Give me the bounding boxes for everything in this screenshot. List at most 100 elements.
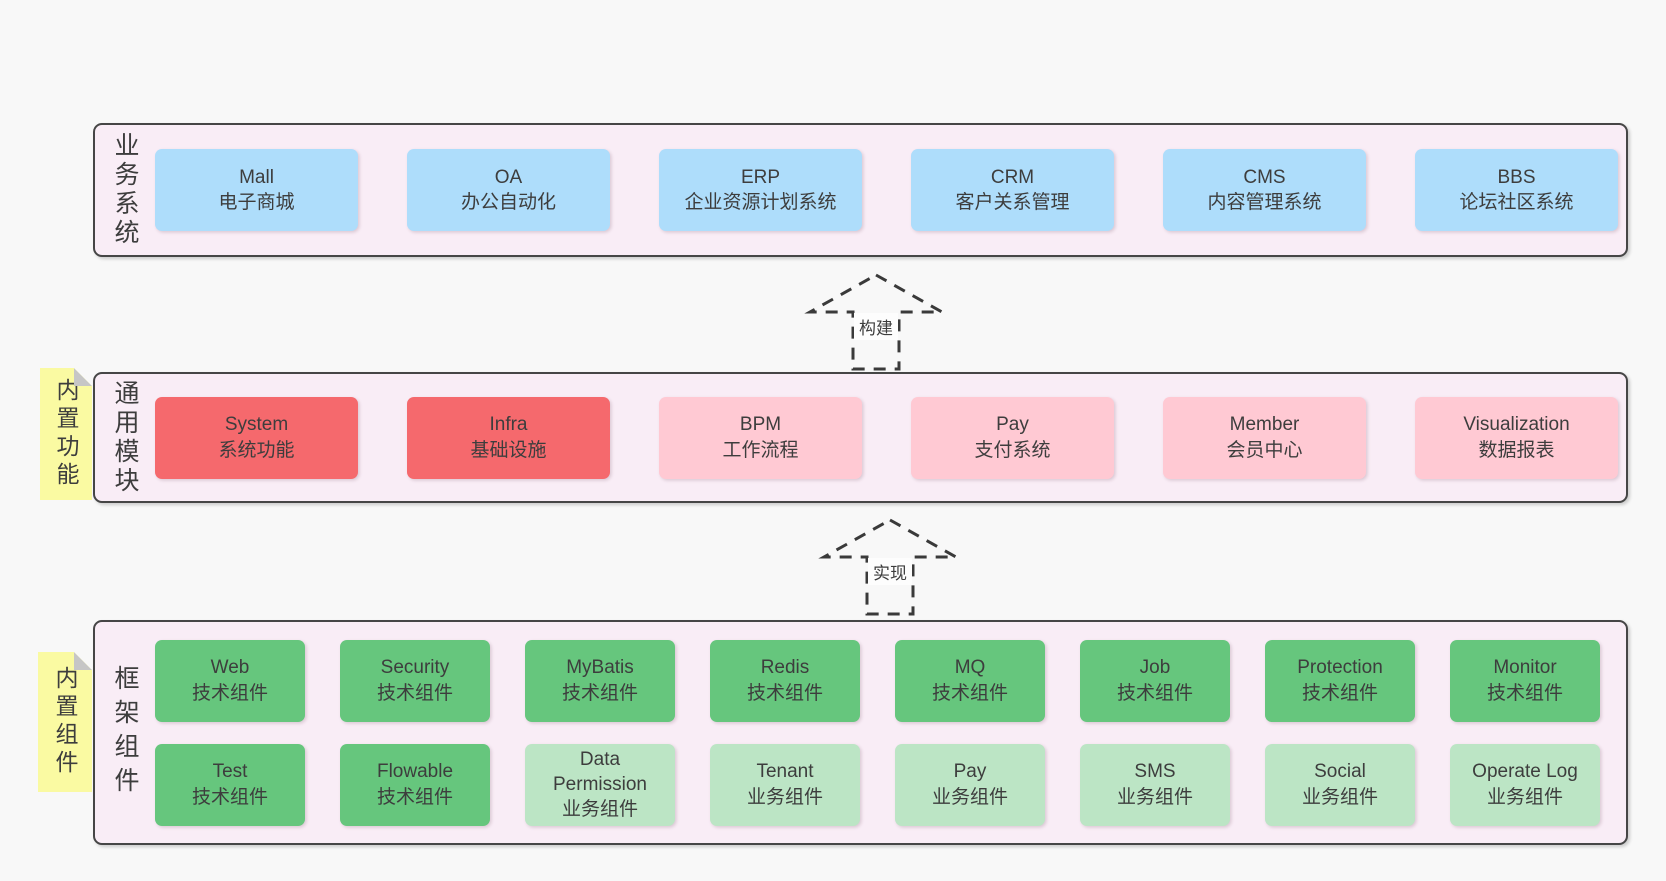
box-crm-title: CRM	[990, 166, 1035, 188]
box-redis-subtitle: 技术组件	[746, 682, 823, 704]
box-job-subtitle: 技术组件	[1116, 682, 1193, 704]
box-protection-subtitle: 技术组件	[1301, 682, 1378, 704]
arrow-implement-label: 实现	[868, 558, 912, 585]
box-security: Security 技术组件	[340, 639, 490, 722]
box-member-title: Member	[1229, 414, 1300, 436]
business-box-row: Mall 电子商城 OA 办公自动化 ERP 企业资源计划系统 CRM 客户关系…	[155, 125, 1626, 255]
box-social-subtitle: 业务组件	[1301, 786, 1378, 808]
box-data-permission-subtitle: 业务组件	[561, 799, 638, 821]
box-social-title: Social	[1314, 761, 1366, 783]
panel-components-label: 框架组件	[111, 664, 139, 801]
box-protection: Protection 技术组件	[1265, 639, 1415, 722]
box-test-subtitle: 技术组件	[191, 786, 268, 808]
panel-modules-label: 通用模块	[111, 379, 139, 496]
box-system-subtitle: 系统功能	[218, 439, 295, 461]
box-bpm-subtitle: 工作流程	[722, 439, 799, 461]
box-web: Web 技术组件	[155, 639, 305, 722]
box-test: Test 技术组件	[155, 743, 305, 826]
arrow-implement: 实现	[810, 517, 970, 617]
panel-business-label: 业务系统	[111, 132, 139, 248]
box-pay-module-title: Pay	[996, 414, 1029, 436]
box-system: System 系统功能	[155, 396, 358, 479]
box-monitor-title: Monitor	[1493, 657, 1557, 679]
box-sms-title: SMS	[1134, 761, 1176, 783]
box-oa-title: OA	[494, 166, 523, 188]
box-operate-log-subtitle: 业务组件	[1486, 786, 1563, 808]
box-infra: Infra 基础设施	[407, 396, 610, 479]
box-social: Social 业务组件	[1265, 743, 1415, 826]
box-data-permission-title: Data Permission	[553, 748, 647, 795]
box-pay-module: Pay 支付系统	[911, 396, 1114, 479]
box-data-permission: Data Permission 业务组件	[525, 743, 675, 826]
box-protection-title: Protection	[1297, 657, 1383, 679]
box-bpm: BPM 工作流程	[659, 396, 862, 479]
box-job-title: Job	[1139, 657, 1171, 679]
box-security-subtitle: 技术组件	[376, 682, 453, 704]
sticky-tag-built-in-components: 内置组件	[38, 652, 92, 792]
box-mall-title: Mall	[239, 166, 274, 188]
components-box-row-1: Web 技术组件 Security 技术组件 MyBatis 技术组件 Redi…	[155, 639, 1600, 722]
box-erp-title: ERP	[740, 166, 781, 188]
box-infra-title: Infra	[489, 414, 528, 436]
box-oa-subtitle: 办公自动化	[460, 192, 556, 213]
box-cms: CMS 内容管理系统	[1163, 149, 1366, 231]
box-bbs-subtitle: 论坛社区系统	[1459, 192, 1574, 213]
box-mq: MQ 技术组件	[895, 639, 1045, 722]
box-member: Member 会员中心	[1163, 396, 1366, 479]
box-flowable-title: Flowable	[376, 761, 454, 783]
box-web-title: Web	[210, 657, 250, 679]
folded-corner-icon	[74, 652, 92, 670]
panel-business-systems: 业务系统 Mall 电子商城 OA 办公自动化 ERP 企业资源计划系统 CRM…	[93, 123, 1628, 257]
box-mall-subtitle: 电子商城	[218, 192, 295, 213]
box-operate-log: Operate Log 业务组件	[1450, 743, 1600, 826]
panel-framework-components: 框架组件 Web 技术组件 Security 技术组件 MyBatis 技术组件…	[93, 620, 1628, 845]
tag-components-label: 内置组件	[52, 666, 78, 778]
box-security-title: Security	[380, 657, 450, 679]
box-erp: ERP 企业资源计划系统	[659, 149, 862, 231]
panel-modules-label-column: 通用模块	[95, 374, 155, 501]
box-tenant-title: Tenant	[756, 761, 814, 783]
box-redis: Redis 技术组件	[710, 639, 860, 722]
box-bbs-title: BBS	[1497, 166, 1536, 188]
panel-components-label-column: 框架组件	[95, 622, 155, 843]
box-crm: CRM 客户关系管理	[911, 149, 1114, 231]
arrow-build-label: 构建	[854, 313, 898, 340]
box-pay-component: Pay 业务组件	[895, 743, 1045, 826]
box-mq-subtitle: 技术组件	[931, 682, 1008, 704]
box-visualization-title: Visualization	[1463, 414, 1570, 436]
box-tenant-subtitle: 业务组件	[746, 786, 823, 808]
panel-business-label-column: 业务系统	[95, 125, 155, 255]
up-arrow-icon	[818, 518, 962, 616]
arrow-build: 构建	[796, 272, 956, 372]
box-pay-component-subtitle: 业务组件	[931, 786, 1008, 808]
box-pay-module-subtitle: 支付系统	[974, 439, 1051, 461]
folded-corner-icon	[74, 368, 92, 386]
box-pay-component-title: Pay	[953, 761, 987, 783]
panel-common-modules: 通用模块 System 系统功能 Infra 基础设施 BPM 工作流程 Pay…	[93, 372, 1628, 503]
box-mybatis-subtitle: 技术组件	[561, 682, 638, 704]
components-rows: Web 技术组件 Security 技术组件 MyBatis 技术组件 Redi…	[155, 622, 1626, 843]
box-cms-subtitle: 内容管理系统	[1207, 192, 1322, 213]
box-member-subtitle: 会员中心	[1226, 439, 1303, 461]
box-bpm-title: BPM	[739, 414, 782, 436]
box-oa: OA 办公自动化	[407, 149, 610, 231]
tag-modules-label: 内置功能	[53, 378, 79, 490]
box-mybatis: MyBatis 技术组件	[525, 639, 675, 722]
box-mq-title: MQ	[954, 657, 986, 679]
box-job: Job 技术组件	[1080, 639, 1230, 722]
box-system-title: System	[224, 414, 289, 436]
modules-box-row: System 系统功能 Infra 基础设施 BPM 工作流程 Pay 支付系统…	[155, 374, 1626, 501]
box-sms-subtitle: 业务组件	[1116, 786, 1193, 808]
box-redis-title: Redis	[760, 657, 810, 679]
box-flowable-subtitle: 技术组件	[376, 786, 453, 808]
sticky-tag-built-in-features: 内置功能	[40, 368, 92, 500]
box-operate-log-title: Operate Log	[1472, 761, 1578, 783]
components-box-row-2: Test 技术组件 Flowable 技术组件 Data Permission …	[155, 743, 1600, 826]
box-mall: Mall 电子商城	[155, 149, 358, 231]
box-web-subtitle: 技术组件	[191, 682, 268, 704]
box-sms: SMS 业务组件	[1080, 743, 1230, 826]
box-cms-title: CMS	[1243, 166, 1286, 188]
box-mybatis-title: MyBatis	[566, 657, 634, 679]
up-arrow-icon	[804, 273, 948, 371]
